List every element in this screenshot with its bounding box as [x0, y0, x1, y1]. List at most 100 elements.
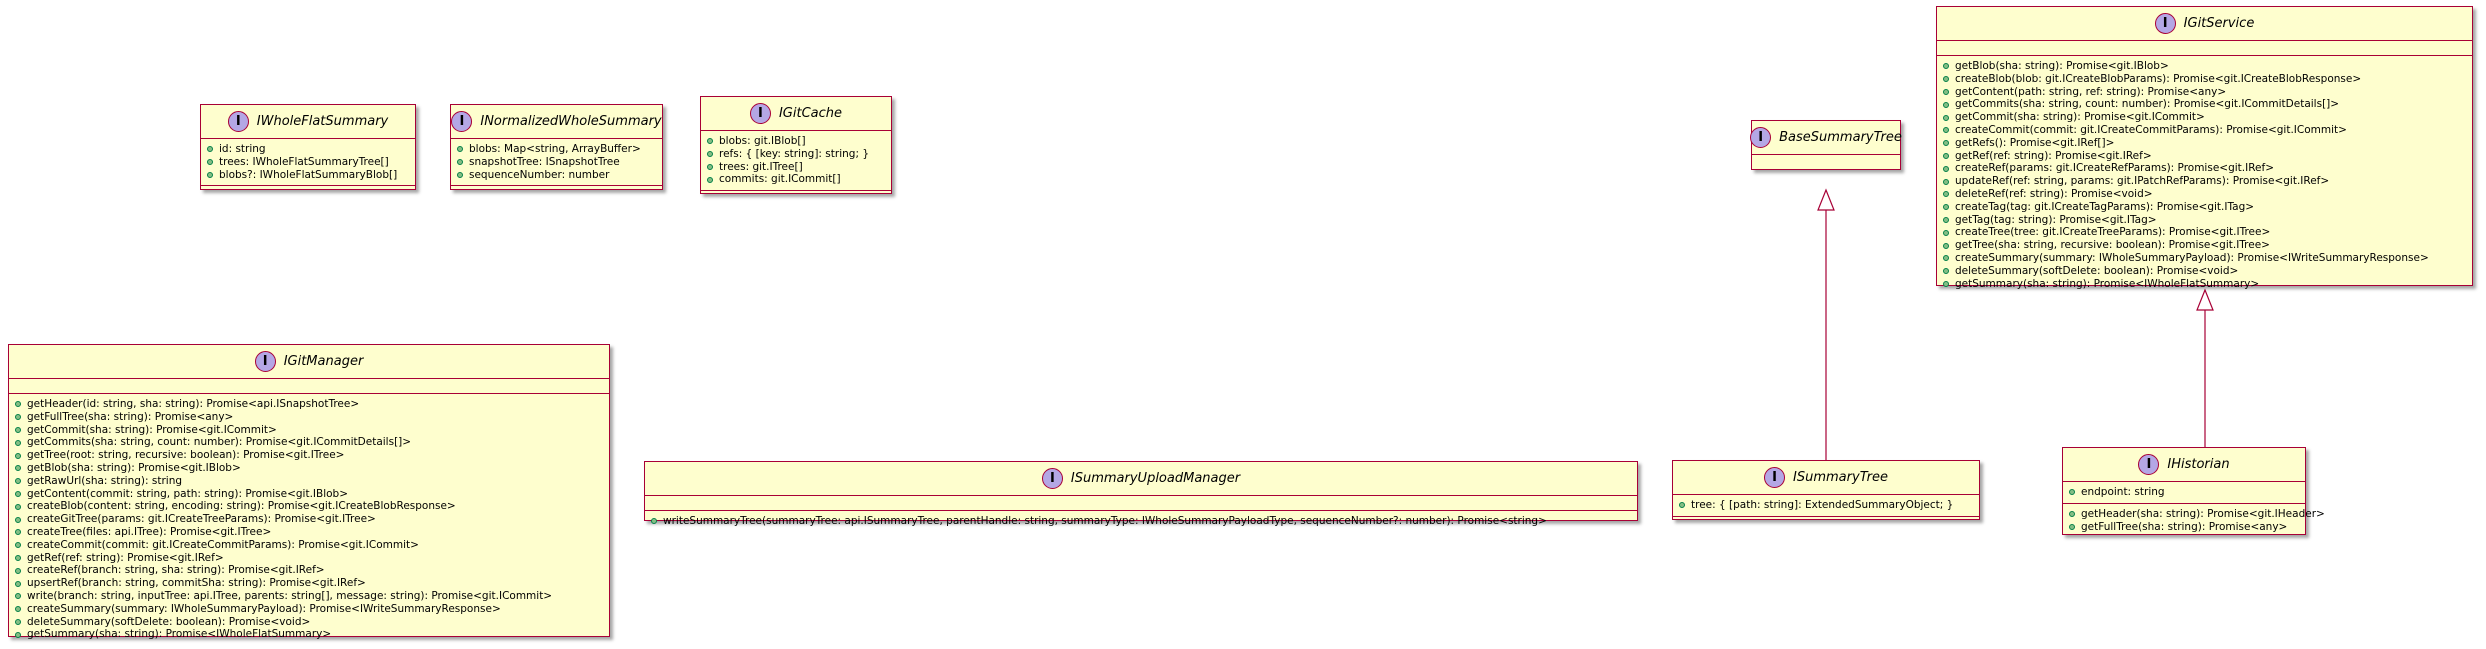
git-service-arrowhead [2196, 288, 2214, 311]
method-signature: createRef(branch: string, sha: string): … [27, 564, 325, 577]
interface-badge: I [2138, 454, 2160, 475]
interface-ihistorian: I IHistorian endpoint: string getHeader(… [2062, 447, 2325, 538]
method-row: getRawUrl(sha: string): string [15, 475, 603, 488]
method-signature: createSummary(summary: IWholeSummaryPayl… [27, 602, 501, 615]
method-signature: writeSummaryTree(summaryTree: api.ISumma… [663, 515, 1547, 527]
field-signature: snapshotTree: ISnapshotTree [469, 155, 620, 168]
public-visibility-icon [707, 176, 713, 183]
method-row: createCommit(commit: git.ICreateCommitPa… [15, 539, 603, 552]
interface-name: IGitManager [283, 354, 364, 369]
method-signature: getFullTree(sha: string): Promise<any> [27, 410, 234, 423]
field-row: tree: { [path: string]: ExtendedSummaryO… [1679, 499, 1973, 512]
fields-compartment: blobs: Map<string, ArrayBuffer>snapshotT… [451, 139, 662, 187]
method-row: createSummary(summary: IWholeSummaryPayl… [1943, 252, 2466, 265]
method-signature: write(branch: string, inputTree: api.ITr… [27, 589, 553, 602]
public-visibility-icon [15, 401, 21, 408]
field-row: trees: IWholeFlatSummaryTree[] [207, 156, 409, 169]
method-row: getContent(commit: string, path: string)… [15, 488, 603, 501]
field-signature: trees: git.ITree[] [719, 160, 803, 173]
fields-compartment [1937, 41, 2472, 56]
interface-name: IGitService [2183, 16, 2255, 31]
interface-name: IHistorian [2167, 457, 2230, 472]
methods-compartment [201, 186, 415, 200]
interface-name: IGitCache [778, 106, 843, 121]
method-row: getCommits(sha: string, count: number): … [15, 436, 603, 449]
public-visibility-icon [1943, 268, 1949, 275]
field-signature: blobs: git.IBlob[] [719, 135, 806, 147]
public-visibility-icon [707, 163, 713, 170]
method-row: getSummary(sha: string): Promise<IWholeF… [15, 628, 603, 641]
method-signature: getRef(ref: string): Promise<git.IRef> [1955, 149, 2152, 162]
method-row: deleteSummary(softDelete: boolean): Prom… [15, 616, 603, 629]
public-visibility-icon [1943, 178, 1949, 185]
method-row: getCommits(sha: string, count: number): … [1943, 98, 2466, 111]
public-visibility-icon [207, 159, 213, 166]
method-row: getFullTree(sha: string): Promise<any> [15, 411, 603, 424]
methods-compartment: getHeader(sha: string): Promise<git.IHea… [2063, 504, 2325, 538]
public-visibility-icon [2069, 523, 2075, 530]
method-row: deleteSummary(softDelete: boolean): Prom… [1943, 265, 2466, 278]
method-signature: getContent(commit: string, path: string)… [27, 487, 349, 500]
method-signature: getTree(root: string, recursive: boolean… [27, 449, 345, 462]
method-row: getFullTree(sha: string): Promise<any> [2069, 521, 2299, 534]
fields-compartment: tree: { [path: string]: ExtendedSummaryO… [1673, 495, 1979, 517]
field-row: refs: { [key: string]: string; } [707, 148, 885, 161]
field-signature: blobs?: IWholeFlatSummaryBlob[] [219, 168, 398, 181]
public-visibility-icon [1943, 101, 1949, 108]
method-row: createTag(tag: git.ICreateTagParams): Pr… [1943, 201, 2466, 214]
method-signature: createCommit(commit: git.ICreateCommitPa… [27, 538, 419, 551]
method-row: getTree(sha: string, recursive: boolean)… [1943, 239, 2466, 252]
method-row: writeSummaryTree(summaryTree: api.ISumma… [651, 515, 1631, 528]
interface-name: ISummaryUploadManager [1070, 471, 1241, 486]
public-visibility-icon [15, 567, 21, 574]
public-visibility-icon [15, 452, 21, 459]
public-visibility-icon [1943, 140, 1949, 147]
interface-badge: I [227, 111, 249, 132]
method-signature: getCommit(sha: string): Promise<git.ICom… [27, 423, 277, 436]
field-row: snapshotTree: ISnapshotTree [457, 156, 656, 169]
fields-compartment [9, 379, 609, 394]
public-visibility-icon [1943, 280, 1949, 287]
public-visibility-icon [457, 146, 463, 153]
fields-compartment [645, 496, 1637, 511]
method-row: getBlob(sha: string): Promise<git.IBlob> [15, 462, 603, 475]
method-row: getTree(root: string, recursive: boolean… [15, 449, 603, 462]
method-signature: getTree(sha: string, recursive: boolean)… [1955, 239, 2270, 252]
method-row: getHeader(sha: string): Promise<git.IHea… [2069, 508, 2325, 521]
field-row: blobs: git.IBlob[] [707, 135, 885, 148]
method-signature: getBlob(sha: string): Promise<git.IBlob> [1955, 60, 2169, 72]
method-signature: createBlob(content: string, encoding: st… [27, 500, 456, 513]
public-visibility-icon [1943, 216, 1949, 223]
public-visibility-icon [207, 171, 213, 178]
method-signature: createTree(files: api.ITree): Promise<gi… [27, 525, 272, 538]
method-signature: getCommit(sha: string): Promise<git.ICom… [1955, 111, 2205, 124]
method-row: createBlob(blob: git.ICreateBlobParams):… [1943, 73, 2466, 86]
public-visibility-icon [1943, 242, 1949, 249]
public-visibility-icon [207, 146, 213, 153]
methods-compartment [701, 191, 891, 205]
interface-igitcache: I IGitCache blobs: git.IBlob[]refs: { [k… [700, 96, 892, 194]
public-visibility-icon [2069, 511, 2075, 518]
public-visibility-icon [15, 426, 21, 433]
field-signature: refs: { [key: string]: string; } [719, 147, 870, 160]
method-signature: getFullTree(sha: string): Promise<any> [2081, 520, 2288, 533]
method-signature: createTag(tag: git.ICreateTagParams): Pr… [1955, 200, 2255, 213]
methods-compartment: getBlob(sha: string): Promise<git.IBlob>… [1937, 56, 2472, 294]
public-visibility-icon [15, 631, 21, 638]
field-row: endpoint: string [2069, 486, 2299, 499]
interface-name: IWholeFlatSummary [256, 114, 389, 129]
method-signature: getBlob(sha: string): Promise<git.IBlob> [27, 461, 241, 474]
method-signature: createBlob(blob: git.ICreateBlobParams):… [1955, 72, 2362, 85]
method-row: getHeader(id: string, sha: string): Prom… [15, 398, 603, 411]
public-visibility-icon [707, 138, 713, 145]
public-visibility-icon [707, 151, 713, 158]
field-signature: sequenceNumber: number [469, 168, 610, 181]
interface-badge: I [749, 103, 771, 124]
method-row: createCommit(commit: git.ICreateCommitPa… [1943, 124, 2466, 137]
public-visibility-icon [15, 580, 21, 587]
public-visibility-icon [1943, 204, 1949, 211]
public-visibility-icon [457, 159, 463, 166]
interface-isummaryuploadmanager: I ISummaryUploadManager writeSummaryTree… [644, 461, 1638, 527]
